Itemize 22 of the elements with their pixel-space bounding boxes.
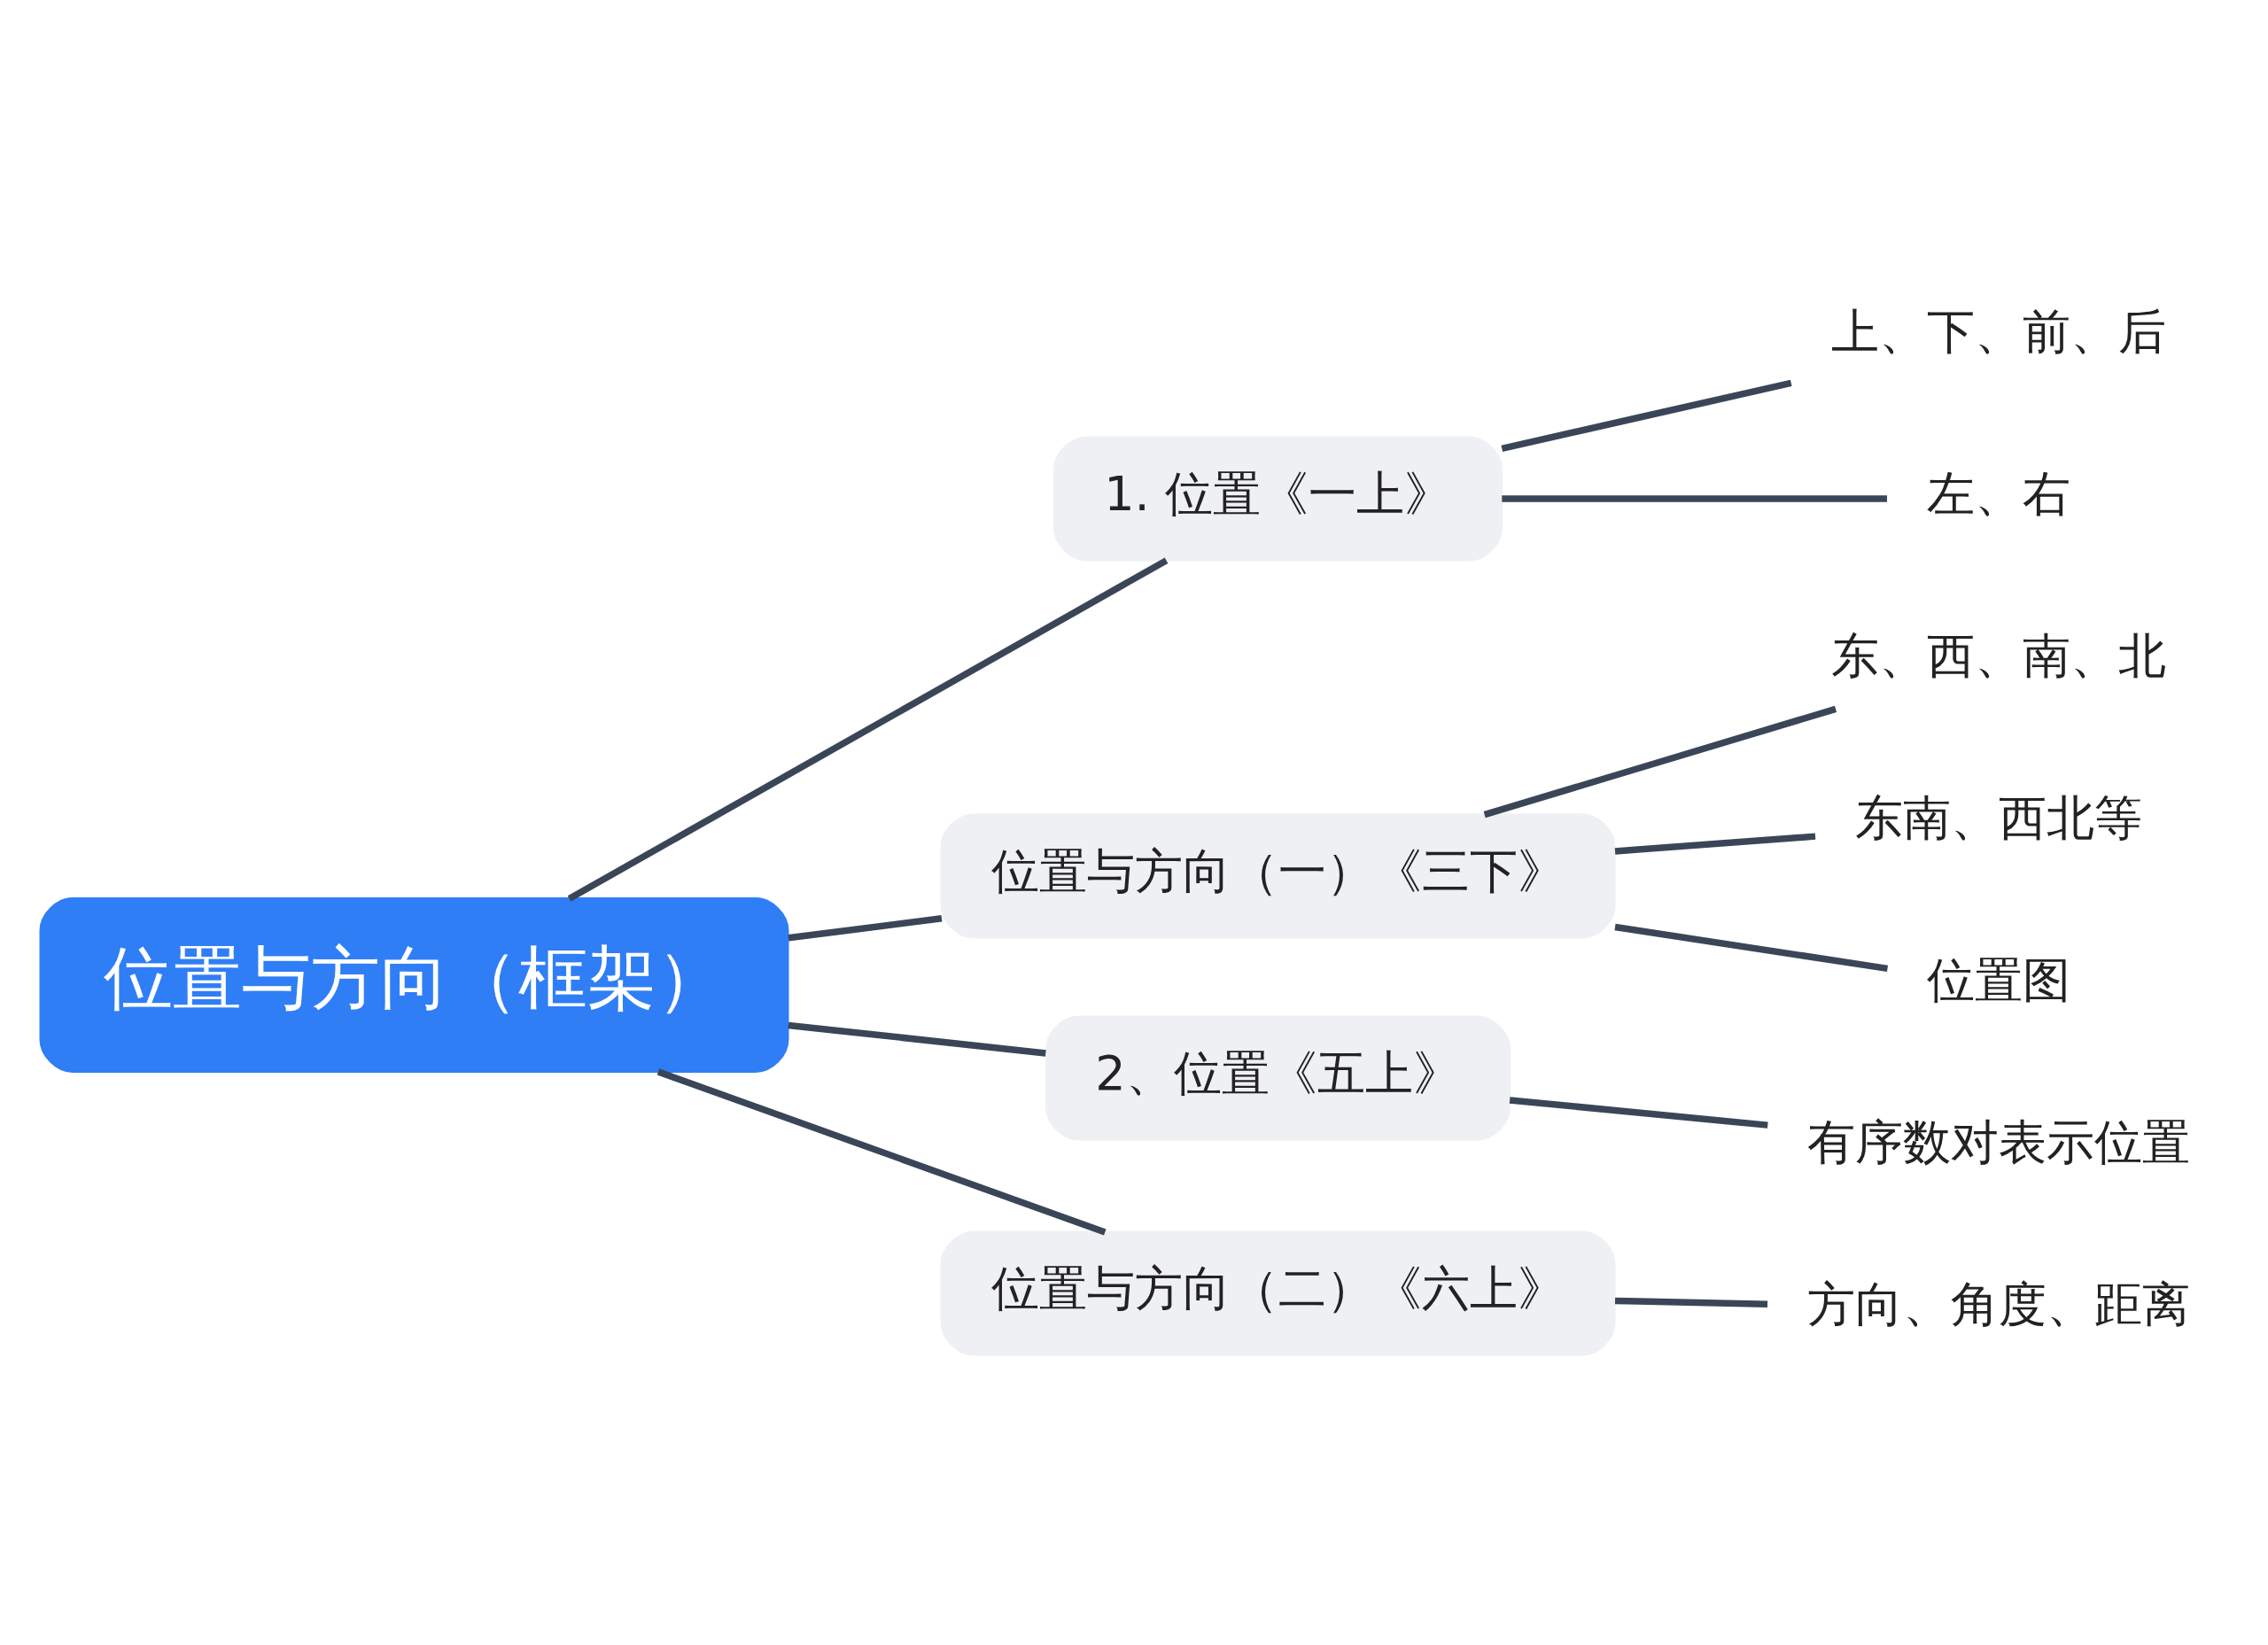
connector bbox=[656, 1067, 1107, 1235]
node-box: 位置与方向（一）《三下》 bbox=[940, 813, 1615, 938]
connector bbox=[1483, 705, 1837, 818]
node-box: 位置与方向（框架） bbox=[39, 896, 788, 1073]
node-box: 1. 位置《一上》 bbox=[1052, 436, 1503, 561]
connector bbox=[567, 556, 1168, 902]
connector bbox=[787, 1021, 1046, 1057]
node-text: 有序数对表示位置 bbox=[1806, 1113, 2189, 1170]
connector bbox=[1614, 832, 1815, 855]
connector bbox=[1501, 379, 1792, 452]
node-text: 方向、角度、距离 bbox=[1806, 1276, 2189, 1332]
connector bbox=[1613, 923, 1888, 972]
node-text: 东、西、南、北 bbox=[1830, 627, 2165, 684]
node-text: 东南、西北等 bbox=[1854, 789, 2141, 846]
node-box: 位置与方向（二）《六上》 bbox=[940, 1230, 1615, 1355]
connector bbox=[787, 914, 942, 941]
node-text: 位置图 bbox=[1926, 951, 2070, 1008]
connector bbox=[1509, 1096, 1768, 1129]
node-text: 上、下、前、后 bbox=[1830, 303, 2165, 360]
connector bbox=[1614, 1297, 1767, 1307]
node-text: 左、右 bbox=[1926, 465, 2070, 522]
node-box: 2、位置《五上》 bbox=[1045, 1015, 1511, 1140]
